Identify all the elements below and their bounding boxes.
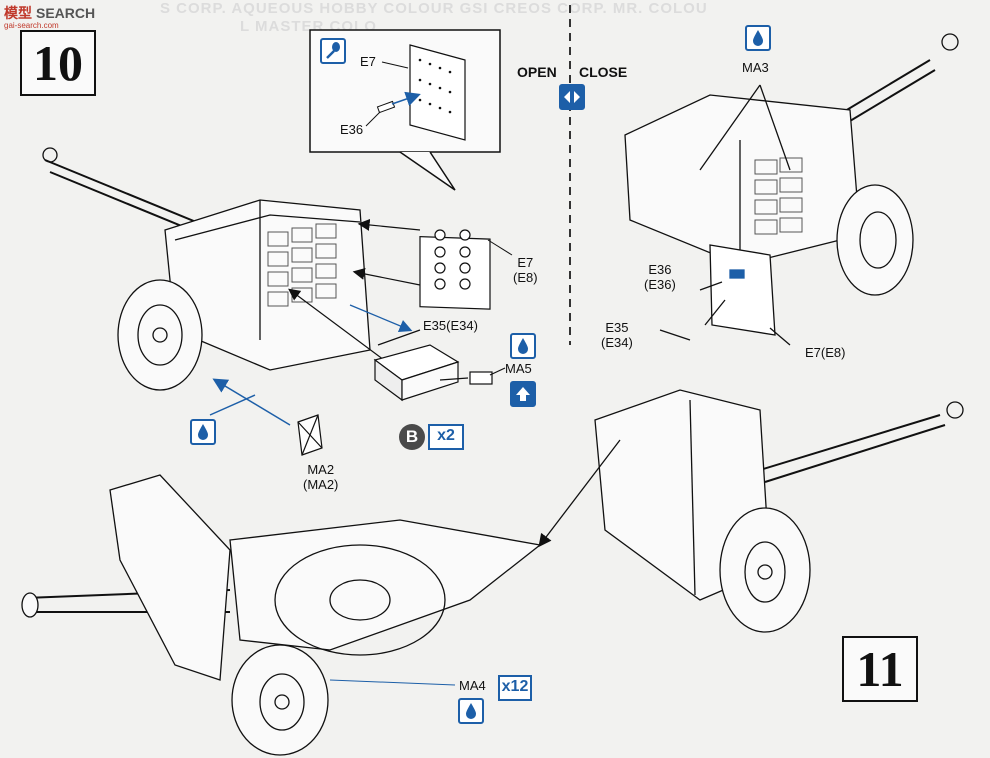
watermark-part1: 模型 <box>4 5 32 21</box>
watermark-url: gai-search.com <box>4 21 59 30</box>
decal-ma2 <box>209 378 323 456</box>
open-label: OPEN <box>517 64 557 80</box>
limber-step10 <box>42 147 371 391</box>
part-e35-rod <box>349 304 421 346</box>
paint-drop-icon <box>745 25 771 51</box>
paint-drop-icon <box>458 698 484 724</box>
label-e35-e34-left: E35(E34) <box>423 318 478 333</box>
label-ma2: MA2 (MA2) <box>303 462 339 492</box>
part-ma5-box <box>373 344 506 402</box>
label-e36-inset: E36 <box>340 122 364 137</box>
paint-drop-icon <box>190 419 216 445</box>
paint-brush-icon <box>320 38 346 64</box>
quantity-b: x2 <box>428 424 464 450</box>
label-e35-right: E35 (E34) <box>601 320 633 350</box>
label-e7-e8-right: E7(E8) <box>805 345 846 360</box>
field-gun-step11 <box>21 474 542 756</box>
label-ma3: MA3 <box>742 60 769 75</box>
watermark-part2: SEARCH <box>36 5 96 21</box>
step-number-11: 11 <box>842 636 918 702</box>
quantity-ma4: x12 <box>498 675 532 701</box>
limber-step11 <box>538 389 964 633</box>
part-e7-panel-left <box>419 229 513 310</box>
limber-open-step10 <box>624 33 959 346</box>
open-close-icon <box>559 84 585 110</box>
label-e7-inset: E7 <box>360 54 376 69</box>
label-ma5: MA5 <box>505 361 532 376</box>
label-ma4: MA4 <box>459 678 486 693</box>
sprue-b-badge: B <box>399 424 425 450</box>
step-number-10: 10 <box>20 30 96 96</box>
paint-drop-icon <box>510 333 536 359</box>
label-e36-right: E36 (E36) <box>644 262 676 292</box>
arrow-up-icon <box>510 381 536 407</box>
close-label: CLOSE <box>579 64 628 80</box>
label-e7-e8-left: E7 (E8) <box>513 255 538 285</box>
